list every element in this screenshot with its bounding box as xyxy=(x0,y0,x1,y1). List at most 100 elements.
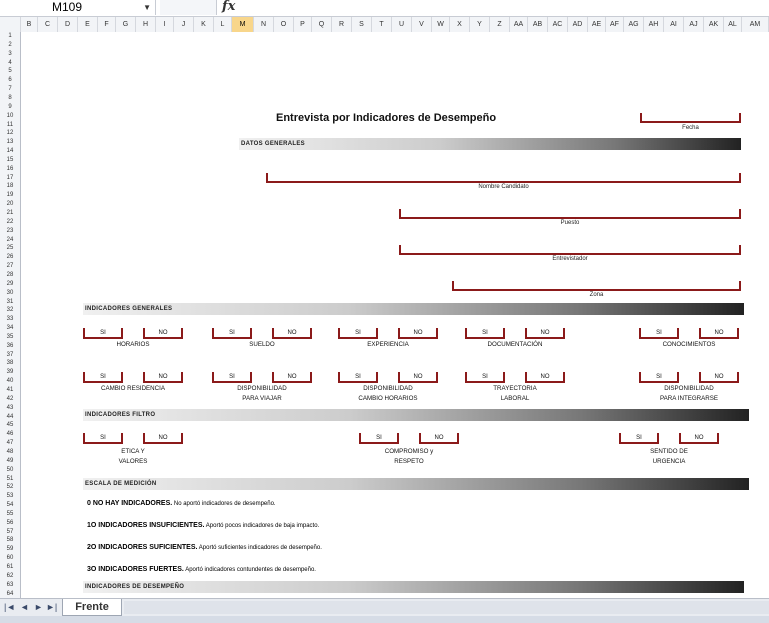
column-header-cell[interactable]: AI xyxy=(664,17,684,32)
general-si-box[interactable]: SI xyxy=(338,328,378,339)
column-header-cell[interactable]: S xyxy=(352,17,372,32)
row-header-cell[interactable]: 52 xyxy=(6,484,14,491)
column-header-cell[interactable]: AH xyxy=(644,17,664,32)
row-header-cell[interactable]: 22 xyxy=(6,218,14,225)
row-header-cell[interactable]: 11 xyxy=(6,121,14,128)
nombre-candidato-field[interactable] xyxy=(266,173,741,183)
column-header-cell[interactable]: J xyxy=(174,17,194,32)
row-header-cell[interactable]: 1 xyxy=(8,33,12,39)
row-header-cell[interactable]: 42 xyxy=(6,395,14,402)
column-header-cell[interactable]: K xyxy=(194,17,214,32)
row-header-cell[interactable]: 47 xyxy=(6,440,14,447)
row-header-cell[interactable]: 40 xyxy=(6,378,14,385)
row-header-cell[interactable]: 27 xyxy=(6,263,14,270)
row-header-cell[interactable]: 21 xyxy=(6,210,14,216)
general-si-box[interactable]: SI xyxy=(465,372,505,383)
row-header-cell[interactable]: 34 xyxy=(6,325,14,332)
row-header-cell[interactable]: 43 xyxy=(6,404,14,411)
row-header-cell[interactable]: 7 xyxy=(8,86,12,93)
general-no-box[interactable]: NO xyxy=(398,328,438,339)
column-header-cell[interactable]: I xyxy=(156,17,174,32)
column-header-cell[interactable]: X xyxy=(450,17,470,32)
general-no-box[interactable]: NO xyxy=(699,372,739,383)
row-header-cell[interactable]: 24 xyxy=(6,236,14,243)
column-header-cell[interactable]: Q xyxy=(312,17,332,32)
row-header-cell[interactable]: 53 xyxy=(6,493,14,500)
column-header-cell[interactable]: AF xyxy=(606,17,624,32)
row-header-cell[interactable]: 10 xyxy=(6,112,14,119)
tab-frente[interactable]: Frente xyxy=(62,599,122,616)
prev-sheet-button[interactable]: ◄ xyxy=(20,602,29,612)
next-sheet-button[interactable]: ► xyxy=(34,602,43,612)
filtro-no-box[interactable]: NO xyxy=(419,433,459,444)
row-header-cell[interactable]: 35 xyxy=(6,333,14,340)
row-header-cell[interactable]: 14 xyxy=(6,148,14,155)
column-header-cell[interactable]: N xyxy=(254,17,274,32)
general-no-box[interactable]: NO xyxy=(699,328,739,339)
row-header-cell[interactable]: 31 xyxy=(6,298,14,305)
row-header-cell[interactable]: 15 xyxy=(6,156,14,163)
row-header-cell[interactable]: 36 xyxy=(6,342,14,349)
row-header-cell[interactable]: 56 xyxy=(6,519,14,526)
filtro-si-box[interactable]: SI xyxy=(359,433,399,444)
row-header-cell[interactable]: 60 xyxy=(6,555,14,562)
row-header-cell[interactable]: 2 xyxy=(8,41,12,48)
general-no-box[interactable]: NO xyxy=(143,372,183,383)
row-header-cell[interactable]: 3 xyxy=(8,50,12,57)
column-header-cell[interactable]: AE xyxy=(588,17,606,32)
column-header-cell[interactable]: E xyxy=(78,17,98,32)
entrevistador-field[interactable] xyxy=(399,245,741,255)
general-si-box[interactable]: SI xyxy=(212,372,252,383)
chevron-down-icon[interactable]: ▼ xyxy=(143,3,151,12)
row-header-cell[interactable]: 51 xyxy=(6,475,14,482)
row-header-cell[interactable]: 30 xyxy=(6,289,14,296)
column-header-cell[interactable]: L xyxy=(214,17,232,32)
column-header-cell[interactable]: D xyxy=(58,17,78,32)
general-si-box[interactable]: SI xyxy=(465,328,505,339)
general-no-box[interactable]: NO xyxy=(398,372,438,383)
column-header-cell[interactable]: V xyxy=(412,17,432,32)
function-icon[interactable]: fx xyxy=(222,0,236,14)
column-header-cell[interactable]: P xyxy=(294,17,312,32)
column-header-cell[interactable]: AM xyxy=(742,17,769,32)
column-header-cell[interactable]: C xyxy=(38,17,58,32)
row-header-cell[interactable]: 19 xyxy=(6,192,14,199)
column-header-cell[interactable]: B xyxy=(21,17,38,32)
row-header-cell[interactable]: 45 xyxy=(6,422,14,429)
general-si-box[interactable]: SI xyxy=(639,328,679,339)
row-header-cell[interactable]: 28 xyxy=(6,271,14,278)
row-header-cell[interactable]: 17 xyxy=(6,174,14,181)
row-header-cell[interactable]: 48 xyxy=(6,448,14,455)
fecha-field[interactable] xyxy=(640,113,741,123)
row-header-cell[interactable]: 12 xyxy=(6,130,14,137)
column-header-cell[interactable]: AB xyxy=(528,17,548,32)
row-header-cell[interactable]: 46 xyxy=(6,431,14,438)
column-header-cell[interactable]: H xyxy=(136,17,156,32)
column-header-cell[interactable]: G xyxy=(116,17,136,32)
column-header-cell[interactable]: Y xyxy=(470,17,490,32)
general-no-box[interactable]: NO xyxy=(143,328,183,339)
row-header-cell[interactable]: 44 xyxy=(6,413,14,420)
row-header-cell[interactable]: 23 xyxy=(6,227,14,234)
row-header-cell[interactable]: 64 xyxy=(6,590,14,597)
row-header-cell[interactable]: 18 xyxy=(6,183,14,190)
row-header-cell[interactable]: 8 xyxy=(8,94,12,101)
general-si-box[interactable]: SI xyxy=(83,328,123,339)
name-box[interactable]: M109▼ xyxy=(0,0,156,15)
select-all-corner[interactable] xyxy=(0,17,21,32)
row-header-cell[interactable]: 6 xyxy=(8,77,12,84)
first-sheet-button[interactable]: |◄ xyxy=(4,602,16,612)
formula-bar-splitter[interactable] xyxy=(160,0,217,15)
formula-input[interactable] xyxy=(248,0,769,15)
general-si-box[interactable]: SI xyxy=(212,328,252,339)
row-header-cell[interactable]: 4 xyxy=(8,59,12,66)
row-header-cell[interactable]: 38 xyxy=(6,360,14,367)
row-header-cell[interactable]: 57 xyxy=(6,528,14,535)
last-sheet-button[interactable]: ►| xyxy=(46,602,58,612)
filtro-si-box[interactable]: SI xyxy=(83,433,123,444)
worksheet-grid[interactable]: Entrevista por Indicadores de Desempeño … xyxy=(21,32,769,598)
row-header-cell[interactable]: 25 xyxy=(6,245,14,252)
row-header-cell[interactable]: 55 xyxy=(6,510,14,517)
filtro-no-box[interactable]: NO xyxy=(679,433,719,444)
row-header-cell[interactable]: 16 xyxy=(6,165,14,172)
